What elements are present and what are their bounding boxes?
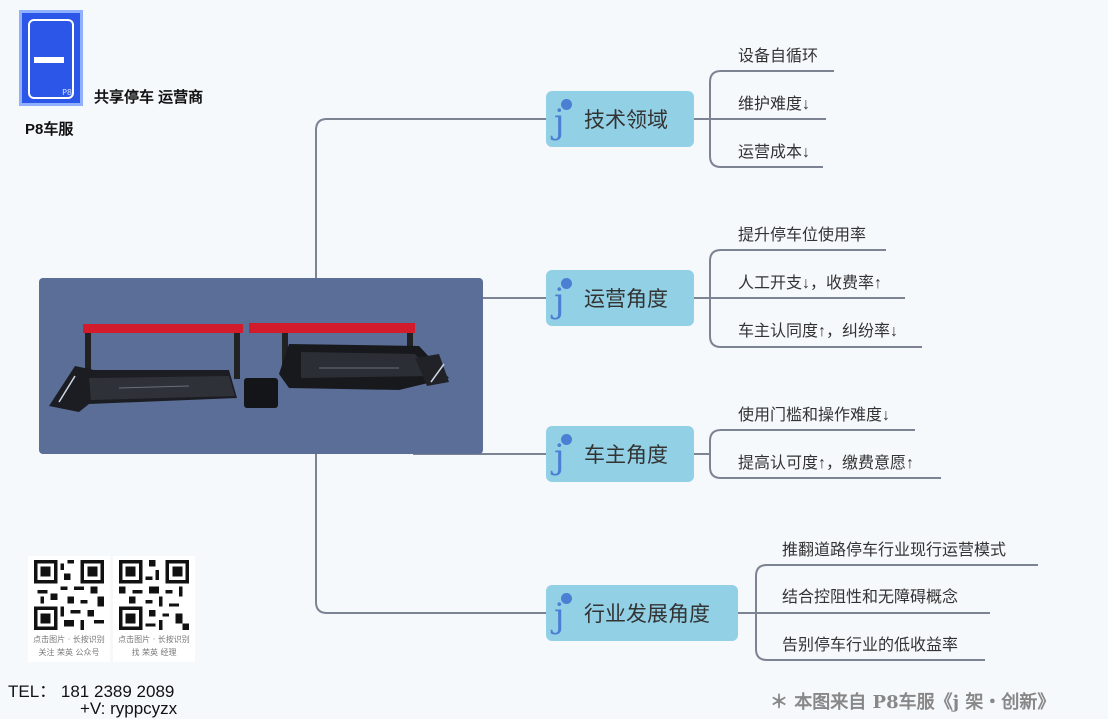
source-credit: ＊ 本图来自 P8车服《j 架・创新》 [770,692,1056,713]
qr-code-icon [119,560,189,630]
leaf-item[interactable]: 运营成本↓ [738,144,811,161]
brand-logo: P8 [19,10,83,106]
brand-tagline: 共享停车 运营商 [94,89,204,106]
logo-bar [34,57,64,63]
j-logo-icon: j [552,591,578,635]
topic-label: 车主角度 [584,444,668,467]
topic-industry-view[interactable]: j 行业发展角度 [546,585,738,641]
j-logo-icon: j [552,276,578,320]
topic-owner-view[interactable]: j 车主角度 [546,426,694,482]
leaf-item[interactable]: 使用门槛和操作难度↓ [738,407,891,424]
qr-caption: 关注 荣英 公众号 [38,648,100,657]
leaf-item[interactable]: 人工开支↓，收费率↑ [738,275,883,292]
leaf-item[interactable]: 结合控阻性和无障碍概念 [782,589,959,606]
leaf-item[interactable]: 车主认同度↑，纠纷率↓ [738,323,899,340]
topic-tech-field[interactable]: j 技术领域 [546,91,694,147]
leaf-item[interactable]: 推翻道路停车行业现行运营模式 [782,542,1007,559]
qr-code-official-account[interactable]: 点击图片 · 长按识别 关注 荣英 公众号 [28,556,110,662]
logo-mark: P8 [62,88,72,97]
topic-label: 行业发展角度 [584,603,710,626]
logo-frame [28,19,74,99]
topic-label: 运营角度 [584,288,668,311]
topic-operation-view[interactable]: j 运营角度 [546,270,694,326]
leaf-item[interactable]: 告别停车行业的低收益率 [782,637,959,654]
qr-caption: 找 荣英 经理 [131,648,177,657]
brand-name: P8车服 [25,121,74,138]
central-product-image [39,278,483,454]
contact-tel: TEL： 181 2389 2089 [8,682,175,701]
contact-wechat: +V: ryppcyzx [80,699,178,718]
j-logo-icon: j [552,432,578,476]
j-logo-icon: j [552,97,578,141]
topic-label: 技术领域 [584,109,668,132]
qr-caption: 点击图片 · 长按识别 [118,635,190,644]
leaf-item[interactable]: 提升停车位使用率 [738,227,867,244]
qr-code-manager[interactable]: 点击图片 · 长按识别 找 荣英 经理 [113,556,195,662]
qr-caption: 点击图片 · 长按识别 [33,635,105,644]
leaf-item[interactable]: 提高认可度↑，缴费意愿↑ [738,455,915,472]
qr-code-icon [34,560,104,630]
leaf-item[interactable]: 设备自循环 [738,48,819,65]
leaf-item[interactable]: 维护难度↓ [738,96,811,113]
parking-lock-illustration [49,323,449,412]
